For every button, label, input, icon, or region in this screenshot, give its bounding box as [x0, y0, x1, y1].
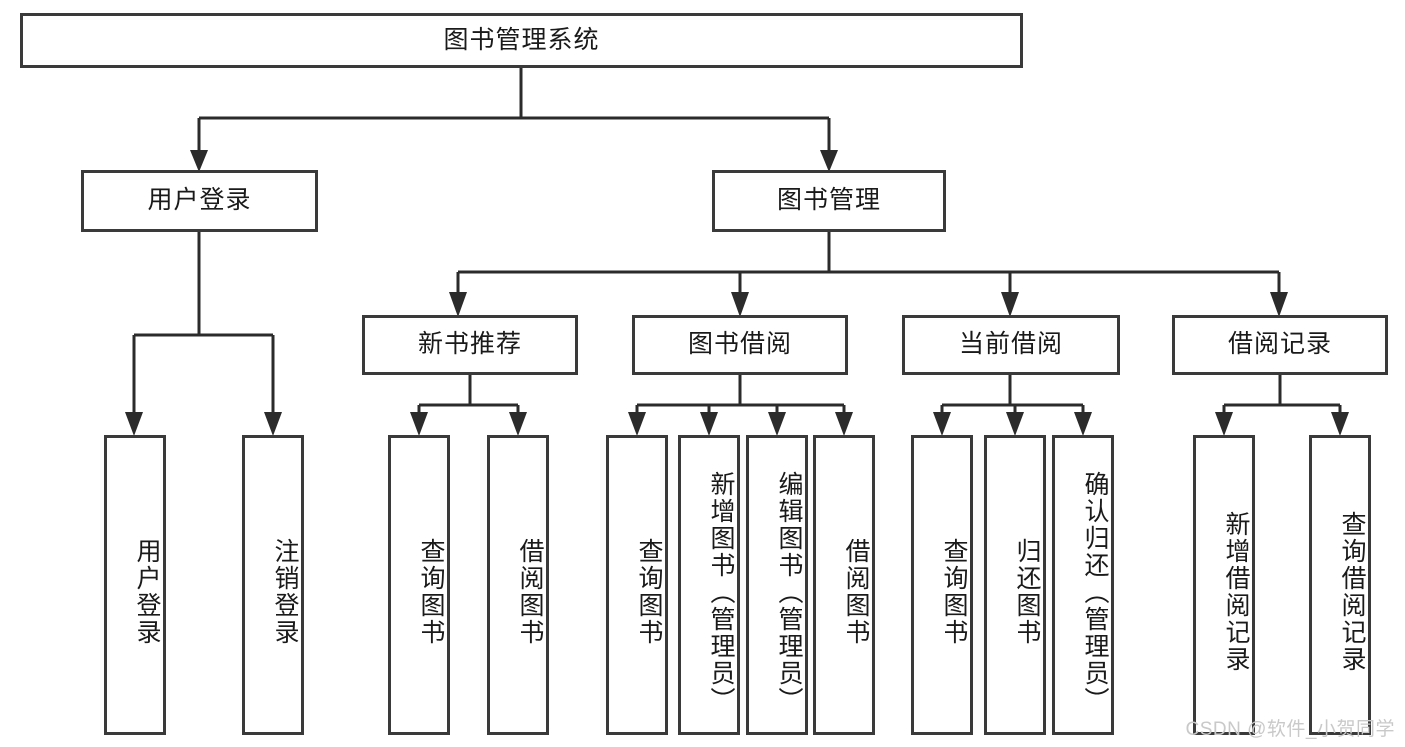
node-root-label: 图书管理系统	[443, 25, 600, 54]
node-leaf-label: 查询图书	[417, 538, 445, 646]
node-leaf-edit-book[interactable]: 编辑图书（管理员）	[746, 435, 808, 735]
node-leaf-user-login[interactable]: 用户登录	[104, 435, 166, 735]
node-borrow-record[interactable]: 借阅记录	[1172, 315, 1388, 375]
connector-bookborrow-to-leaves	[628, 375, 853, 436]
node-leaf-label: 借阅图书	[842, 538, 870, 646]
connector-userlogin-to-leaves	[125, 232, 282, 436]
node-leaf-borrow-book-1[interactable]: 借阅图书	[487, 435, 549, 735]
node-leaf-borrow-book-2[interactable]: 借阅图书	[813, 435, 875, 735]
node-leaf-query-book-3[interactable]: 查询图书	[911, 435, 973, 735]
node-book-manage[interactable]: 图书管理	[712, 170, 946, 232]
node-leaf-query-book-1[interactable]: 查询图书	[388, 435, 450, 735]
node-book-manage-label: 图书管理	[776, 186, 881, 215]
node-current-borrow-label: 当前借阅	[958, 330, 1063, 359]
connector-root-to-level2	[190, 68, 838, 172]
node-root[interactable]: 图书管理系统	[20, 13, 1023, 68]
node-leaf-label: 确认归还（管理员）	[1081, 470, 1109, 714]
connector-newbook-to-leaves	[410, 375, 527, 436]
node-leaf-confirm-return[interactable]: 确认归还（管理员）	[1052, 435, 1114, 735]
node-book-borrow-label: 图书借阅	[687, 330, 792, 359]
node-leaf-logout[interactable]: 注销登录	[242, 435, 304, 735]
node-leaf-query-book-2[interactable]: 查询图书	[606, 435, 668, 735]
node-user-login[interactable]: 用户登录	[81, 170, 318, 232]
node-leaf-add-record[interactable]: 新增借阅记录	[1193, 435, 1255, 735]
node-borrow-record-label: 借阅记录	[1227, 330, 1332, 359]
connector-borrowrecord-to-leaves	[1215, 375, 1349, 436]
node-user-login-label: 用户登录	[147, 186, 252, 215]
node-leaf-return-book[interactable]: 归还图书	[984, 435, 1046, 735]
node-leaf-label: 注销登录	[271, 538, 299, 646]
node-new-book-rec[interactable]: 新书推荐	[362, 315, 578, 375]
node-leaf-label: 查询借阅记录	[1338, 511, 1366, 673]
connector-currentborrow-to-leaves	[933, 375, 1092, 436]
node-leaf-label: 用户登录	[133, 538, 161, 646]
node-leaf-label: 查询图书	[940, 538, 968, 646]
node-leaf-label: 查询图书	[635, 538, 663, 646]
node-leaf-label: 编辑图书（管理员）	[775, 470, 803, 714]
node-new-book-rec-label: 新书推荐	[417, 330, 522, 359]
node-leaf-label: 新增图书（管理员）	[707, 470, 735, 714]
node-book-borrow[interactable]: 图书借阅	[632, 315, 848, 375]
connector-bookmanage-to-level3	[449, 232, 1288, 317]
node-leaf-label: 新增借阅记录	[1222, 511, 1250, 673]
node-leaf-add-book[interactable]: 新增图书（管理员）	[678, 435, 740, 735]
node-leaf-query-record[interactable]: 查询借阅记录	[1309, 435, 1371, 735]
node-leaf-label: 归还图书	[1013, 538, 1041, 646]
node-leaf-label: 借阅图书	[516, 538, 544, 646]
node-current-borrow[interactable]: 当前借阅	[902, 315, 1120, 375]
